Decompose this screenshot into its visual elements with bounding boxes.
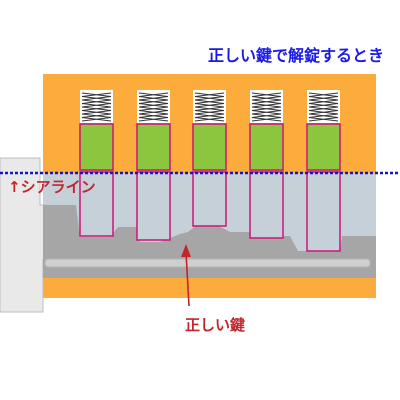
driver-pin (249, 123, 284, 171)
spring (138, 92, 169, 122)
key-label: 正しい鍵 (185, 316, 245, 334)
driver-pin (306, 123, 341, 171)
key-pin (306, 171, 341, 252)
key-pin (79, 171, 114, 237)
spring (308, 92, 339, 122)
key-pin (136, 171, 171, 241)
spring (251, 92, 282, 122)
pin-stacks (79, 90, 341, 252)
driver-pin (79, 123, 114, 171)
arrow-up-icon (181, 244, 191, 307)
spring (81, 92, 112, 122)
diagram-title: 正しい鍵で解錠するとき (208, 46, 384, 65)
driver-pin (192, 123, 227, 171)
driver-pin (136, 123, 171, 171)
shear-line-label: ↑シアライン (8, 178, 96, 196)
key-pin (192, 171, 227, 227)
key-groove (44, 258, 371, 268)
key-pin (249, 171, 284, 239)
spring (194, 92, 225, 122)
